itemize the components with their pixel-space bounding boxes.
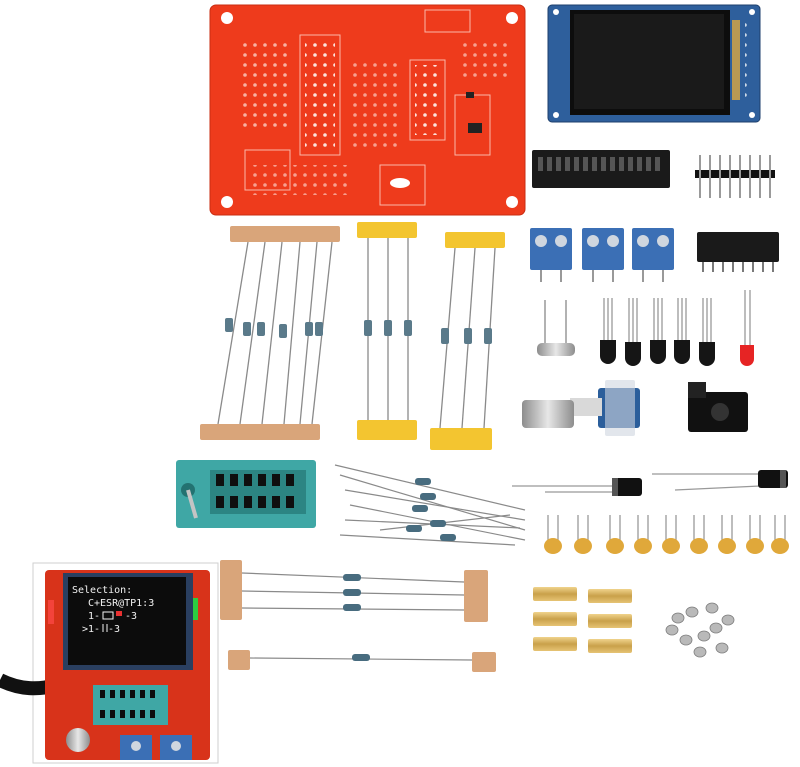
female-header-short bbox=[697, 232, 779, 272]
lcd-line-4-right: -3 bbox=[108, 624, 120, 635]
female-header-long bbox=[532, 150, 670, 188]
transistors bbox=[600, 298, 715, 366]
ceramic-capacitors bbox=[544, 515, 789, 554]
dc-power-jack bbox=[688, 382, 748, 432]
lcd-line-1: Selection: bbox=[72, 585, 132, 596]
lcd-line-4: >1- -3 bbox=[82, 624, 120, 635]
loose-resistors bbox=[334, 464, 526, 546]
capacitor-symbol bbox=[102, 611, 114, 620]
zif-socket bbox=[176, 460, 316, 528]
lcd-line-2: C+ESR@TP1:3 bbox=[88, 598, 154, 609]
esr-marker bbox=[116, 611, 122, 616]
lcd-line-3-left: 1- bbox=[88, 611, 100, 622]
crystal-oscillator bbox=[537, 300, 575, 356]
main-pcb bbox=[209, 4, 526, 216]
resistor-strip-tan bbox=[200, 226, 340, 440]
bottom-resistors bbox=[220, 560, 496, 672]
male-pin-header bbox=[695, 155, 775, 198]
electrolytic-capacitors bbox=[512, 470, 788, 496]
screw-terminals bbox=[530, 228, 674, 282]
resistor-strip-yellow-a bbox=[357, 222, 417, 440]
lcd-line-3: 1- -3 bbox=[88, 611, 137, 622]
red-led bbox=[740, 290, 754, 366]
resistor-strip-yellow-b bbox=[430, 232, 505, 450]
assembled-tester-inset bbox=[0, 562, 219, 764]
lcd-line-4-left: >1- bbox=[82, 624, 100, 635]
lcd-line-3-right: -3 bbox=[125, 611, 137, 622]
screws bbox=[665, 602, 735, 658]
rotary-encoder bbox=[522, 380, 640, 436]
brass-standoffs bbox=[533, 587, 632, 653]
tft-display-module bbox=[547, 4, 761, 123]
